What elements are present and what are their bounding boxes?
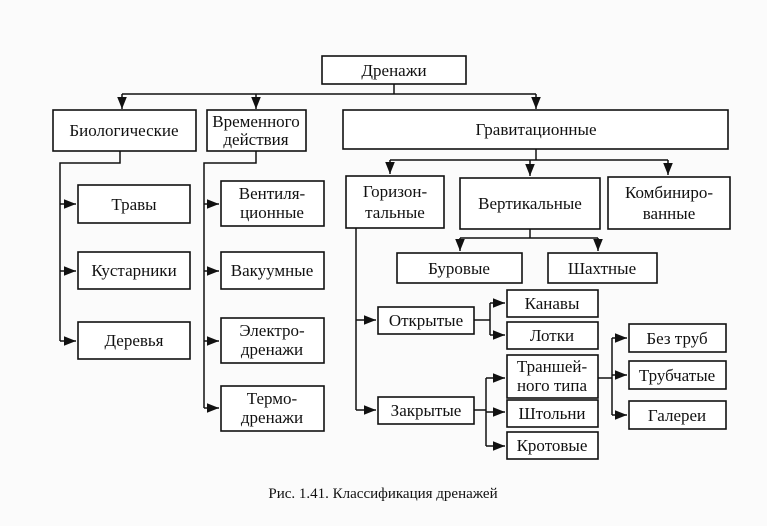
node-vertical-label: Вертикальные: [478, 194, 582, 213]
node-grasses: Травы: [77, 184, 191, 224]
node-vacuum: Вакуумные: [220, 251, 325, 290]
node-ventilation: Вентиля- ционные: [220, 180, 325, 227]
node-biological: Биологические: [52, 109, 197, 152]
node-temporary-line1: Временного: [212, 112, 299, 131]
node-root: Дренажи: [321, 55, 467, 85]
node-trench: Траншей- ного типа: [506, 354, 599, 399]
node-grasses-label: Травы: [111, 195, 157, 214]
node-tubular: Трубчатые: [628, 360, 727, 390]
node-biological-label: Биологические: [69, 121, 178, 140]
node-tubular-label: Трубчатые: [639, 366, 715, 385]
node-trays-label: Лотки: [530, 326, 574, 345]
node-temporary: Временного действия: [206, 109, 307, 152]
node-thermo: Термо- дренажи: [220, 385, 325, 432]
node-mole-label: Кротовые: [517, 436, 588, 455]
node-ditches: Канавы: [506, 289, 599, 318]
node-root-label: Дренажи: [361, 61, 426, 80]
node-ventilation-line1: Вентиля-: [239, 184, 306, 203]
node-shrubs: Кустарники: [77, 251, 191, 290]
node-galleries-label: Галереи: [648, 406, 706, 425]
node-vertical: Вертикальные: [459, 177, 601, 230]
node-open-label: Открытые: [389, 311, 463, 330]
connectors: [59, 84, 673, 451]
node-bored: Буровые: [396, 252, 523, 284]
node-electro-line2: дренажи: [241, 340, 303, 359]
node-horizontal-line2: тальные: [365, 203, 425, 222]
node-electro-line1: Электро-: [239, 321, 305, 340]
node-no-pipes: Без труб: [628, 323, 727, 353]
node-electro: Электро- дренажи: [220, 317, 325, 364]
node-gravitational-label: Гравитационные: [476, 120, 597, 139]
figure-caption: Рис. 1.41. Классификация дренажей: [268, 486, 497, 502]
node-ventilation-line2: ционные: [240, 203, 304, 222]
node-bored-label: Буровые: [428, 259, 490, 278]
node-adits: Штольни: [506, 399, 599, 428]
node-mole: Кротовые: [506, 431, 599, 460]
node-trench-line1: Траншей-: [517, 357, 588, 376]
node-galleries: Галереи: [628, 400, 727, 430]
node-shaft: Шахтные: [547, 252, 658, 284]
node-no-pipes-label: Без труб: [646, 329, 707, 348]
node-thermo-line1: Термо-: [247, 389, 298, 408]
node-vacuum-label: Вакуумные: [231, 261, 314, 280]
node-combined-line1: Комбиниро-: [625, 183, 713, 202]
node-trees: Деревья: [77, 321, 191, 360]
node-horizontal-line1: Горизон-: [363, 182, 428, 201]
node-open: Открытые: [377, 306, 475, 335]
node-adits-label: Штольни: [518, 404, 585, 423]
node-closed: Закрытые: [377, 396, 475, 425]
node-trench-line2: ного типа: [517, 376, 588, 395]
node-combined-line2: ванные: [643, 204, 696, 223]
node-trays: Лотки: [506, 321, 599, 350]
node-trees-label: Деревья: [105, 331, 164, 350]
node-ditches-label: Канавы: [525, 294, 580, 313]
node-thermo-line2: дренажи: [241, 408, 303, 427]
node-gravitational: Гравитационные: [342, 109, 729, 150]
node-horizontal: Горизон- тальные: [345, 175, 445, 229]
node-shrubs-label: Кустарники: [91, 261, 176, 280]
node-shaft-label: Шахтные: [568, 259, 636, 278]
node-combined: Комбиниро- ванные: [607, 176, 731, 230]
node-closed-label: Закрытые: [391, 401, 462, 420]
node-temporary-line2: действия: [223, 130, 288, 149]
